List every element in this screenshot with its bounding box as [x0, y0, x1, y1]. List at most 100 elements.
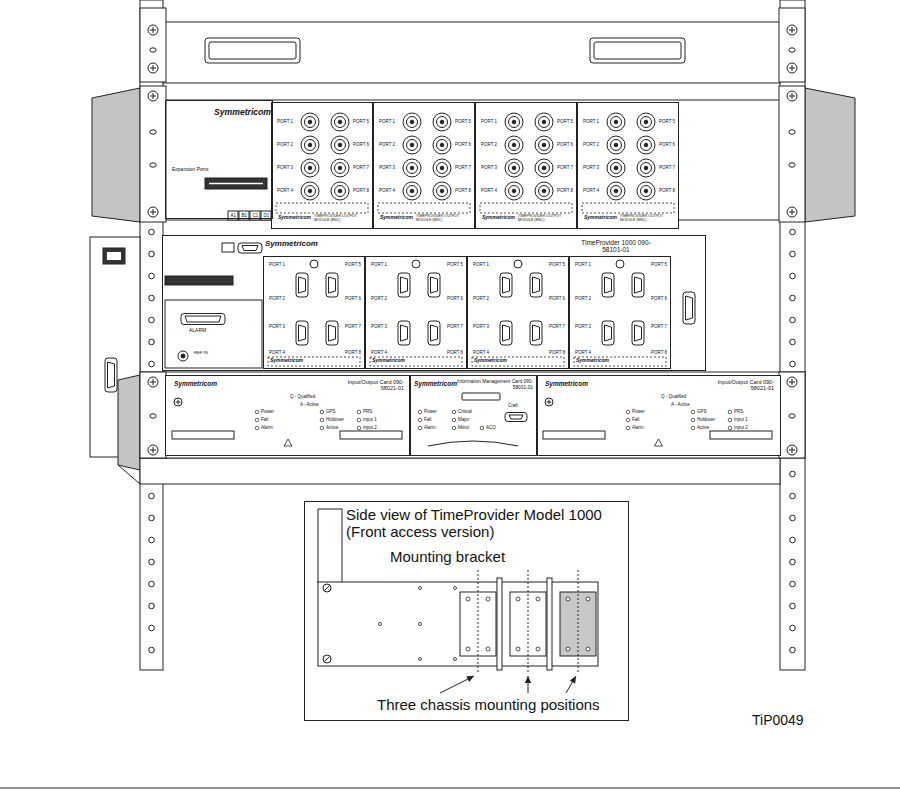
- bnc-connector: [637, 159, 655, 177]
- callout-label: Mounting bracket: [390, 548, 505, 565]
- rail-hole: [149, 559, 155, 565]
- brand-logo: Symmetricom: [265, 239, 318, 248]
- bnc-pin: [542, 143, 546, 147]
- module-label-strip: [276, 203, 368, 213]
- mounting-position-line: [478, 570, 479, 672]
- port-label: PORT 8: [549, 350, 565, 355]
- port-label: PORT 4: [379, 188, 395, 193]
- rail-hole: [149, 603, 155, 609]
- bracket-hole: [586, 647, 590, 651]
- port-label: PORT 3: [473, 324, 489, 329]
- bnc-pin: [614, 120, 618, 124]
- bnc-connector-ring: [407, 163, 418, 174]
- bnc-pin: [614, 143, 618, 147]
- expansion-connector: [165, 276, 233, 285]
- port-label: PORT 7: [447, 324, 463, 329]
- card-title: Input/Output Card 090-58021-01: [338, 379, 404, 392]
- figure-id: TiP0049: [752, 712, 804, 728]
- bnc-connector-ring: [335, 140, 346, 151]
- port-label: PORT 7: [659, 165, 675, 170]
- bnc-connector: [607, 136, 625, 154]
- port-label: PORT 2: [473, 296, 489, 301]
- bnc-connector-ring: [509, 140, 520, 151]
- module-face: [272, 103, 372, 228]
- bnc-connector-ring: [335, 117, 346, 128]
- brand-logo: Symmetricom: [380, 215, 413, 221]
- chassis-hole: [454, 587, 457, 590]
- module-label-strip: [582, 203, 674, 213]
- rail-hole: [790, 317, 796, 323]
- port-label: PORT 2: [277, 142, 293, 147]
- rail-hole: [790, 339, 796, 345]
- led-label: GPS: [326, 409, 336, 414]
- db-connector: [602, 273, 614, 297]
- bnc-connector: [403, 113, 421, 131]
- led: [728, 410, 732, 414]
- screw-cross: [150, 209, 156, 215]
- screw: [148, 63, 158, 73]
- slot-label: B1: [242, 213, 248, 218]
- led-label: Alarm: [424, 425, 436, 430]
- bnc-connector-ring: [509, 186, 520, 197]
- blank-panel: [163, 22, 780, 83]
- mounting-slot: [789, 163, 795, 167]
- led: [418, 410, 422, 414]
- screw: [148, 207, 158, 217]
- bnc-connector: [505, 182, 523, 200]
- port-label: PORT 1: [269, 262, 285, 267]
- led: [418, 426, 422, 430]
- module-label-strip: [268, 357, 360, 366]
- bnc-pin: [410, 143, 414, 147]
- expansion-connector: [205, 178, 267, 189]
- bnc-connector-ring: [611, 186, 622, 197]
- port-label: PORT 7: [353, 165, 369, 170]
- module-face: [374, 103, 474, 228]
- bracket-hole: [486, 597, 490, 601]
- card-pull-bar: [428, 441, 518, 446]
- screw-cross: [547, 400, 552, 405]
- panel-handle: [205, 38, 300, 63]
- bnc-pin: [440, 189, 444, 193]
- bnc-pin: [614, 189, 618, 193]
- module-face: [366, 257, 466, 368]
- rail-hole: [149, 493, 155, 499]
- db-connector: [238, 243, 262, 253]
- brand-logo: Symmetricom: [270, 358, 303, 364]
- bnc-connector-ring: [641, 163, 652, 174]
- db9-output-module: PORT 1PORT 2PORT 3PORT 4PORT 5PORT 6PORT…: [366, 257, 466, 368]
- card-display: [462, 393, 500, 400]
- bnc-connector-ring: [305, 140, 316, 151]
- led-label: Holdover: [697, 417, 715, 422]
- card-face: [410, 376, 537, 455]
- module-face: [468, 257, 568, 368]
- db9-output-module: PORT 1PORT 2PORT 3PORT 4PORT 5PORT 6PORT…: [570, 257, 670, 368]
- db-connector-shell: [299, 325, 306, 341]
- rail-hole: [790, 361, 796, 367]
- bnc-connector: [331, 113, 349, 131]
- bnc-connector: [535, 113, 553, 131]
- slot-label: A1: [231, 213, 237, 218]
- led: [418, 418, 422, 422]
- warning-symbol: [655, 439, 663, 446]
- led: [626, 418, 630, 422]
- led: [357, 426, 361, 430]
- bnc-pin: [440, 166, 444, 170]
- inset-chassis-side: [318, 582, 598, 666]
- db-connector: [602, 321, 614, 345]
- led-label: Active: [326, 425, 338, 430]
- mounting-slot: [150, 130, 156, 134]
- brand-logo: Symmetricom: [278, 215, 311, 221]
- bracket-hole: [536, 597, 540, 601]
- db-connector: [505, 413, 527, 422]
- connector-label: ALARM: [189, 328, 206, 334]
- screw-cross: [176, 400, 181, 405]
- port-label: PORT 5: [345, 262, 361, 267]
- bnc-connector-ring: [305, 163, 316, 174]
- port-label: PORT 6: [659, 142, 675, 147]
- led: [255, 426, 259, 430]
- module-face: [578, 103, 678, 228]
- db-connector-shell: [533, 325, 540, 341]
- db-connector-shell: [431, 277, 438, 293]
- screw: [323, 584, 331, 592]
- port-label: PORT 8: [455, 188, 471, 193]
